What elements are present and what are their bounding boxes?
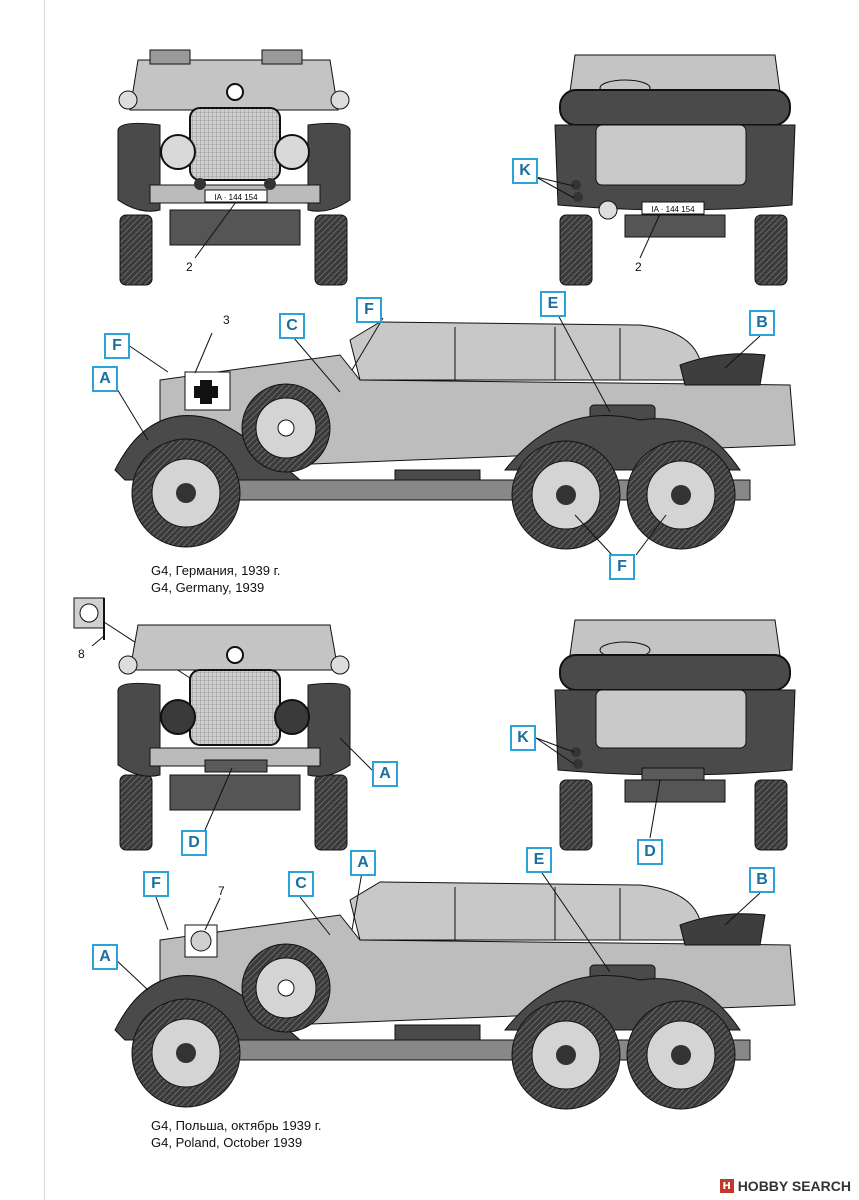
caption-bottom: G4, Польша, октябрь 1939 г. G4, Poland, … [151, 1117, 322, 1151]
front-view-top: IA · 144 154 [117, 49, 351, 286]
ref-number-flag-detail: 8 [78, 647, 85, 661]
caption-bottom-english: G4, Poland, October 1939 [151, 1135, 303, 1150]
callout-a-side-top: A [92, 366, 118, 392]
caption-bottom-russian: G4, Польша, октябрь 1939 г. [151, 1118, 322, 1133]
page-frame [44, 0, 859, 1200]
side-view-bottom [113, 869, 796, 1110]
watermark-text: HOBBY SEARCH [737, 1178, 851, 1194]
ref-number-rear-plate: 2 [635, 260, 642, 274]
ref-number-flag-bottom: 7 [218, 884, 225, 898]
callout-f-windshield-top: F [356, 297, 382, 323]
caption-top-russian: G4, Германия, 1939 г. [151, 563, 281, 578]
callout-k-rear-bottom: K [510, 725, 536, 751]
ref-number-flag-top: 3 [223, 313, 230, 327]
callout-k-rear-top: K [512, 158, 538, 184]
callout-f-wheels-top: F [609, 554, 635, 580]
callout-f-front-top: F [104, 333, 130, 359]
front-plate-top: IA · 144 154 [214, 193, 258, 202]
callout-d-rear-bottom: D [637, 839, 663, 865]
callout-c-side-bottom: C [288, 871, 314, 897]
callout-e-side-bottom: E [526, 847, 552, 873]
caption-top: G4, Германия, 1939 г. G4, Germany, 1939 [151, 562, 280, 596]
rear-view-bottom [535, 619, 796, 851]
callout-b-side-bottom: B [749, 867, 775, 893]
callout-a-windshield-bottom: A [350, 850, 376, 876]
callout-e-side-top: E [540, 291, 566, 317]
callout-b-side-top: B [749, 310, 775, 336]
callout-f-side-bottom: F [143, 871, 169, 897]
callout-c-side-top: C [279, 313, 305, 339]
front-view-bottom [117, 624, 373, 851]
callout-d-front-bottom: D [181, 830, 207, 856]
watermark: H HOBBY SEARCH [719, 1178, 851, 1194]
callout-a-side-bottom: A [92, 944, 118, 970]
rear-view-top: IA · 144 154 [535, 54, 796, 286]
callout-a-front-bottom: A [372, 761, 398, 787]
rear-plate-top: IA · 144 154 [651, 205, 695, 214]
side-view-top [113, 312, 796, 556]
watermark-logo-icon: H [719, 1179, 734, 1193]
ref-number-front-plate: 2 [186, 260, 193, 274]
caption-top-english: G4, Germany, 1939 [151, 580, 265, 595]
